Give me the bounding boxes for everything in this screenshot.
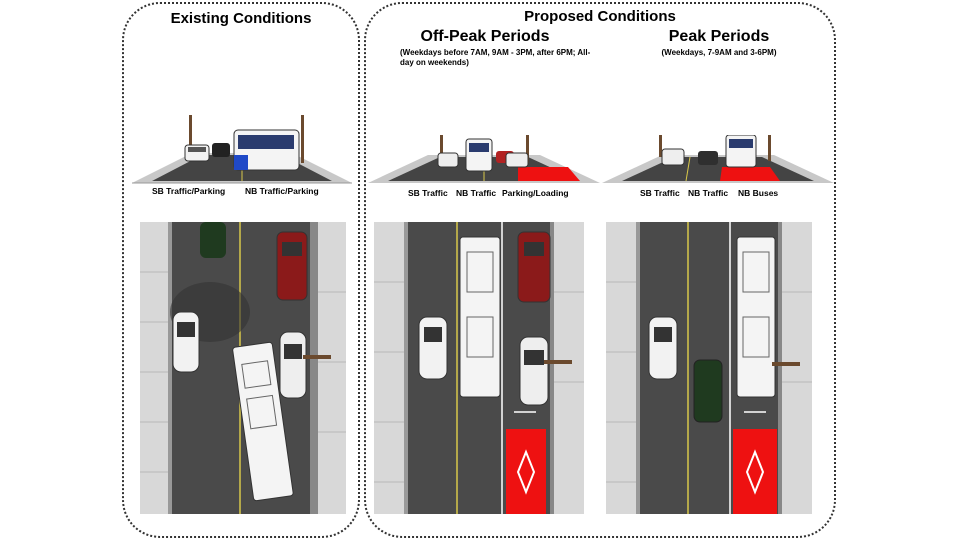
bus-icon	[232, 341, 294, 502]
existing-conditions-panel	[122, 2, 360, 538]
car-icon	[200, 222, 226, 258]
utility-pole-icon	[526, 135, 529, 163]
utility-pole-icon	[301, 115, 304, 163]
peak-title: Peak Periods	[668, 28, 770, 45]
car-icon	[212, 143, 230, 157]
existing-title: Existing Conditions	[170, 10, 312, 27]
car-icon	[517, 231, 551, 303]
peak-subtitle: (Weekdays, 7-9AM and 3-6PM)	[661, 48, 777, 57]
car-icon	[698, 151, 718, 165]
diamond-marking-icon	[516, 449, 536, 495]
car-icon	[496, 151, 529, 168]
car-icon	[661, 148, 685, 166]
offpeak-perspective-scene	[368, 135, 600, 183]
offpeak-plan-view	[374, 222, 584, 514]
utility-pole-icon	[659, 135, 662, 157]
existing-perspective-scene	[132, 115, 352, 184]
existing-label-sb: SB Traffic/Parking	[152, 186, 226, 196]
car-icon	[276, 231, 308, 301]
utility-pole-icon	[440, 135, 443, 160]
offpeak-label-sb: SB Traffic	[408, 188, 448, 198]
offpeak-subtitle: (Weekdays before 7AM, 9AM - 3PM, after 6…	[400, 48, 591, 67]
offpeak-label-parking: Parking/Loading	[502, 188, 569, 198]
peak-plan-view	[606, 222, 812, 514]
bus-icon	[465, 138, 493, 172]
bus-icon	[736, 236, 776, 398]
car-icon	[184, 144, 210, 162]
proposed-title: Proposed Conditions	[524, 8, 676, 25]
car-icon	[648, 316, 678, 380]
parking-zone-marking	[506, 429, 546, 514]
bus-icon	[725, 135, 757, 168]
car-icon	[279, 331, 307, 399]
offpeak-label-nb: NB Traffic	[456, 188, 497, 198]
peak-label-nb: NB Traffic	[688, 188, 729, 198]
utility-pole-icon	[189, 115, 192, 155]
utility-pole-icon	[303, 355, 331, 359]
diamond-marking-icon	[745, 449, 765, 495]
offpeak-title: Off-Peak Periods	[420, 28, 550, 45]
car-icon	[693, 359, 723, 423]
car-icon	[172, 311, 200, 373]
existing-label-nb: NB Traffic/Parking	[245, 186, 319, 196]
utility-pole-icon	[768, 135, 771, 161]
existing-plan-view	[140, 222, 346, 514]
car-icon	[418, 316, 448, 380]
peak-label-sb: SB Traffic	[640, 188, 680, 198]
utility-pole-icon	[772, 362, 800, 366]
proposed-conditions-panel	[364, 2, 836, 538]
peak-perspective-scene	[602, 135, 834, 183]
bus-lane-marking	[733, 429, 777, 514]
peak-label-buses: NB Buses	[738, 188, 779, 198]
car-icon	[437, 152, 459, 168]
car-icon	[519, 336, 549, 406]
bus-icon	[233, 129, 300, 171]
utility-pole-icon	[544, 360, 572, 364]
bus-icon	[459, 236, 501, 398]
